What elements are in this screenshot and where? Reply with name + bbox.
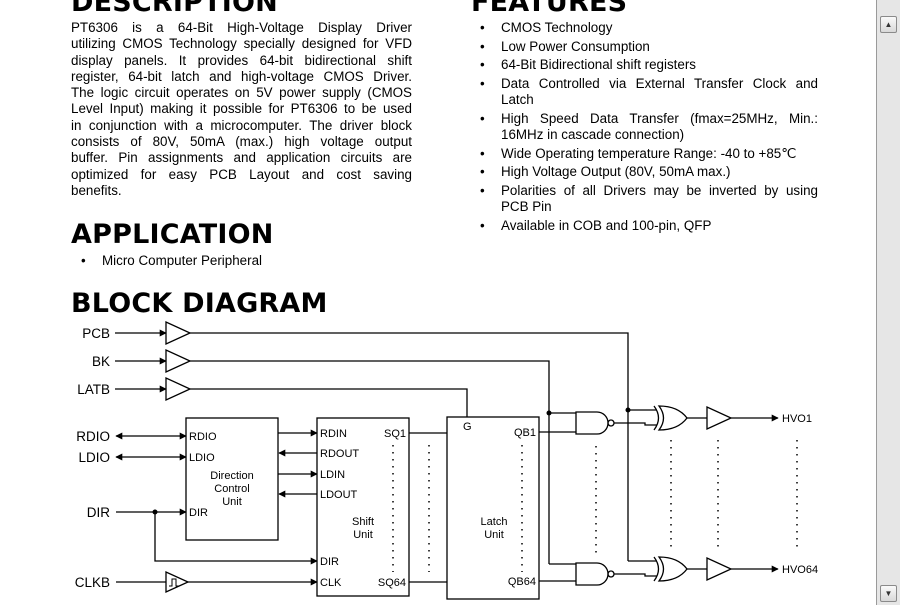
latch-g-pin: G (463, 421, 472, 433)
dcu-name-3: Unit (222, 496, 242, 508)
shift-ldout-pin: LDOUT (320, 489, 358, 501)
application-item: Micro Computer Peripheral (73, 253, 413, 270)
block-diagram: PCB BK LATB RDIO LDIO DIR CLKB RDIO LDIO… (75, 320, 818, 600)
feature-item: Low Power Consumption (472, 38, 818, 56)
clkb-label: CLKB (75, 575, 110, 590)
scroll-up-button[interactable]: ▲ (880, 16, 897, 33)
scroll-down-button[interactable]: ▼ (880, 585, 897, 602)
description-line: display panels. It provides 64-bit bidir… (71, 52, 412, 68)
vertical-scrollbar[interactable]: ▲ ▼ (876, 0, 900, 605)
description-line: Level Input) making it possible for PT63… (71, 101, 412, 117)
feature-item-line: Wide Operating temperature Range: -40 to… (501, 145, 797, 161)
feature-item-line: CMOS Technology (501, 20, 613, 35)
feature-item: High Speed Data Transfer (fmax=25MHz, Mi… (472, 111, 818, 144)
feature-item: CMOS Technology (472, 20, 818, 37)
feature-item-line: Polarities of all Drivers may be inverte… (501, 182, 818, 198)
description-line: consists of 80V, 50mA (max.) high voltag… (71, 134, 412, 150)
latch-qb1-pin: QB1 (514, 427, 536, 439)
feature-item-line: 64-Bit Bidirectional shift registers (501, 57, 696, 73)
rdio-label: RDIO (76, 429, 110, 444)
description-line: in conjunction with a microcomputer. The… (71, 117, 412, 133)
block-diagram-heading: BLOCK DIAGRAM (71, 288, 328, 319)
description-heading: DESCRIPTION (71, 0, 278, 18)
shift-name-1: Shift (352, 516, 374, 528)
hvo64-label: HVO64 (782, 564, 818, 576)
latch-name-2: Unit (484, 529, 504, 541)
description-line: PT6306 is a 64-Bit High-Voltage Display … (71, 20, 412, 35)
shift-rdout-pin: RDOUT (320, 448, 359, 460)
description-line: buffer. Pin assignments and application … (71, 150, 412, 166)
feature-item: Polarities of all Drivers may be inverte… (472, 183, 818, 216)
shift-ldin-pin: LDIN (320, 469, 345, 481)
feature-item-line: Low Power Consumption (501, 38, 650, 54)
document-page: DESCRIPTION PT6306 is a 64-Bit High-Volt… (0, 0, 876, 605)
description-line: utilizing CMOS Technology specially desi… (71, 36, 412, 52)
description-line: register, 64-bit latch and high-voltage … (71, 68, 412, 84)
triangle-up-icon: ▲ (884, 20, 893, 29)
ldio-label: LDIO (78, 450, 110, 465)
dir-label: DIR (87, 505, 111, 520)
latb-label: LATB (77, 382, 110, 397)
latch-qb64-pin: QB64 (508, 576, 536, 588)
feature-item-line: High Voltage Output (80V, 50mA max.) (501, 164, 731, 180)
dcu-ldio-pin: LDIO (189, 452, 215, 464)
description-line: optimized for easy PCB Layout and cost s… (71, 166, 412, 182)
feature-item: Available in COB and 100-pin, QFP (472, 217, 818, 235)
shift-clk-pin: CLK (320, 577, 342, 589)
feature-item-line: 16MHz in cascade connection) (501, 126, 685, 142)
description-text: PT6306 is a 64-Bit High-Voltage Display … (71, 20, 412, 199)
shift-rdin-pin: RDIN (320, 428, 347, 440)
shift-name-2: Unit (353, 529, 373, 541)
application-heading: APPLICATION (71, 219, 274, 250)
features-heading: FEATURES (471, 0, 628, 18)
feature-item: 64-Bit Bidirectional shift registers (472, 57, 818, 74)
feature-item: Data Controlled via External Transfer Cl… (472, 76, 818, 109)
dcu-name-2: Control (214, 483, 249, 495)
dcu-dir-pin: DIR (189, 507, 208, 519)
triangle-down-icon: ▼ (884, 589, 893, 598)
hvo1-label: HVO1 (782, 413, 812, 425)
feature-item-line: PCB Pin (501, 199, 552, 215)
pcb-label: PCB (82, 326, 110, 341)
dcu-rdio-pin: RDIO (189, 431, 217, 443)
application-list: Micro Computer Peripheral (73, 253, 413, 272)
shift-sq64-pin: SQ64 (378, 577, 406, 589)
features-list: CMOS TechnologyLow Power Consumption 64-B… (472, 20, 818, 236)
shift-sq1-pin: SQ1 (384, 428, 406, 440)
shift-dir-pin: DIR (320, 556, 339, 568)
description-line: benefits. (71, 182, 122, 198)
feature-item-line: High Speed Data Transfer (fmax=25MHz, Mi… (501, 110, 818, 126)
bk-label: BK (92, 354, 110, 369)
feature-item-line: Data Controlled via External Transfer Cl… (501, 75, 818, 91)
feature-item: Wide Operating temperature Range: -40 to… (472, 145, 818, 163)
description-line: The logic circuit operates on 5V power s… (71, 85, 412, 101)
feature-item-line: Available in COB and 100-pin, QFP (501, 217, 712, 233)
feature-item-line: Latch (501, 92, 534, 108)
feature-item: High Voltage Output (80V, 50mA max.) (472, 164, 818, 181)
dcu-name-1: Direction (210, 470, 253, 482)
latch-name-1: Latch (481, 516, 508, 528)
